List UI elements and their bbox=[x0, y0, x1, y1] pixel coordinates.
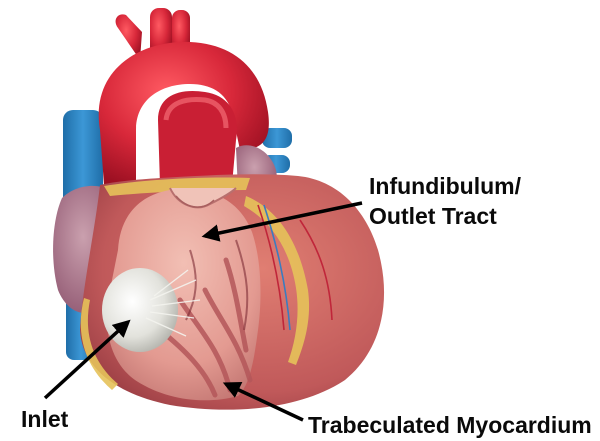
label-trabeculated-myocardium: Trabeculated Myocardium bbox=[308, 412, 592, 438]
arrow-infundibulum bbox=[201, 201, 363, 242]
coronary-vessels bbox=[257, 204, 333, 331]
arrow-inlet bbox=[43, 319, 131, 400]
epicardial-fat bbox=[80, 177, 310, 390]
label-infundibulum: Infundibulum/ bbox=[369, 173, 522, 199]
aorta bbox=[98, 8, 269, 185]
pulmonary-valve bbox=[169, 187, 237, 209]
arrow-trabeculated bbox=[222, 382, 304, 422]
label-outlet-tract: Outlet Tract bbox=[369, 203, 497, 229]
label-inlet: Inlet bbox=[21, 406, 69, 432]
annotation-arrows bbox=[43, 201, 363, 422]
